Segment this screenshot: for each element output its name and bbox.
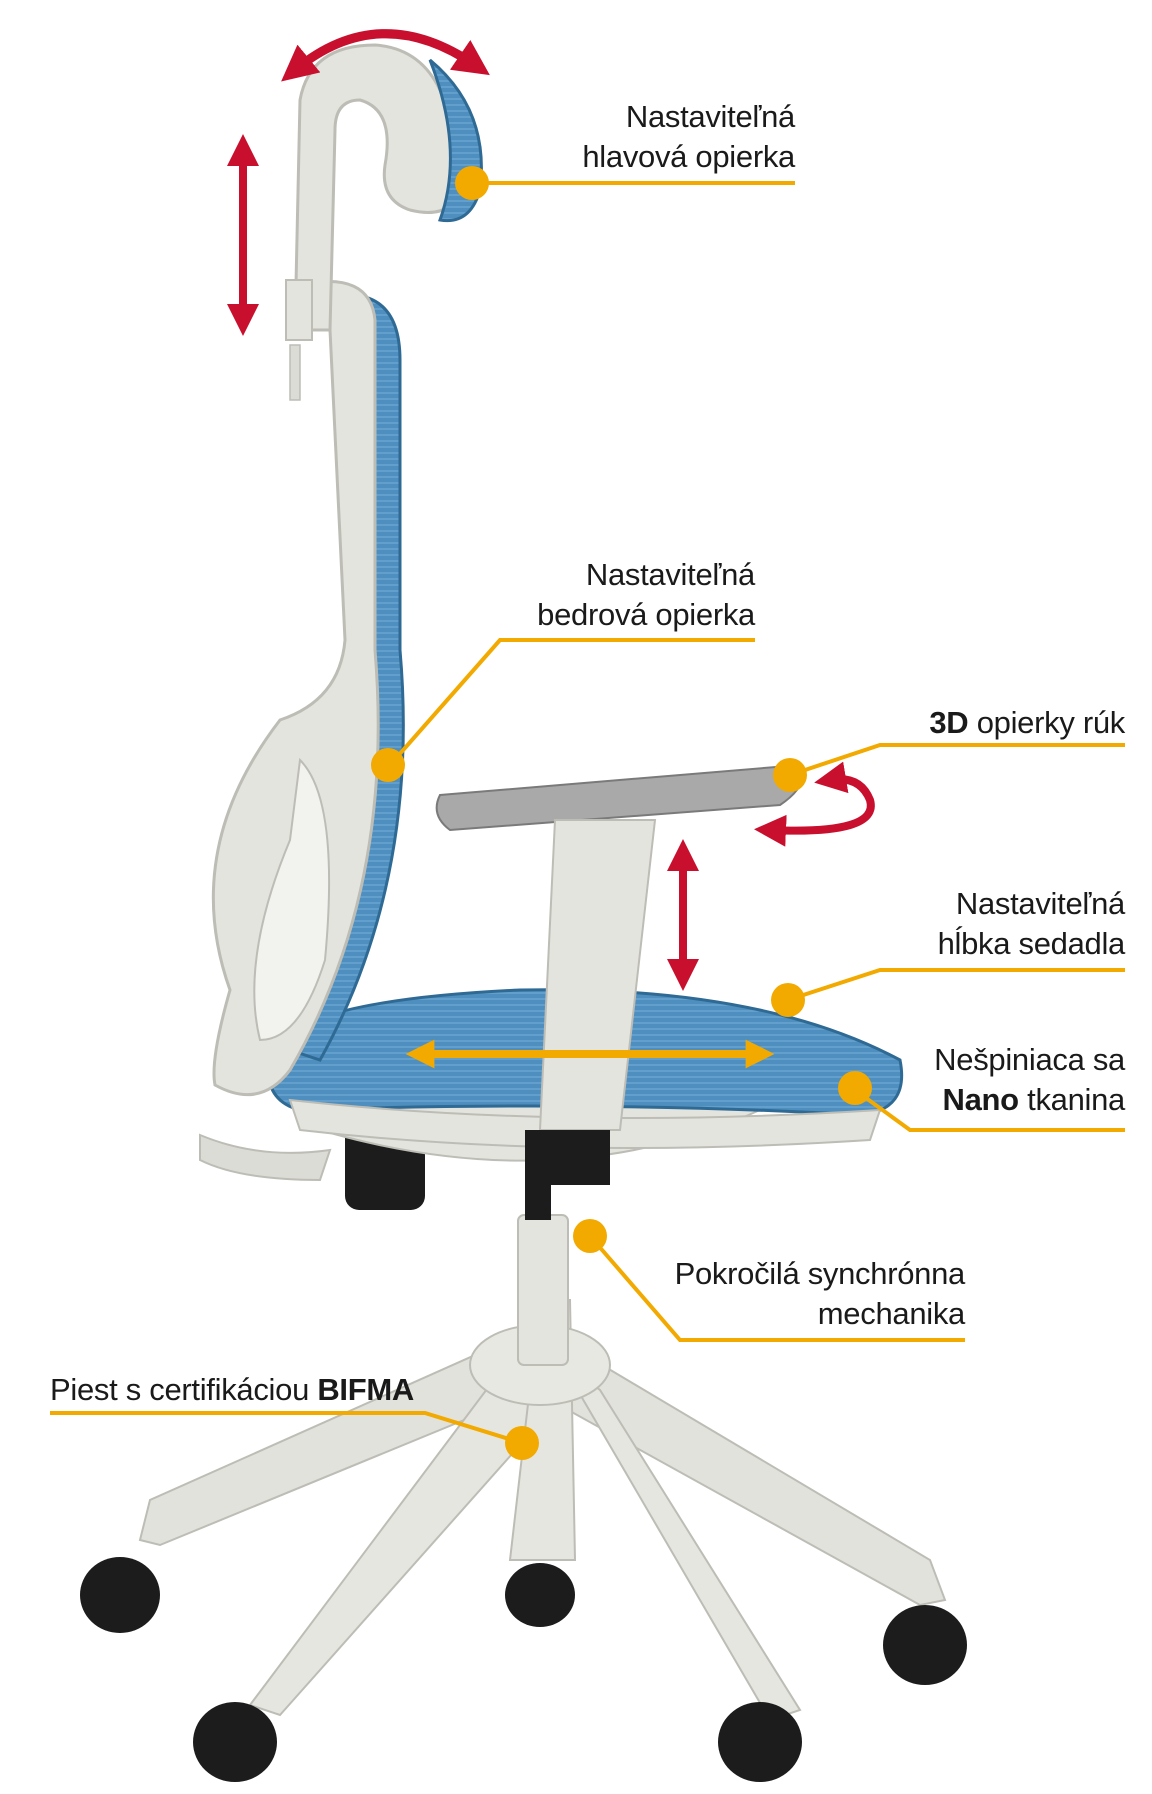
label-mechanism: Pokročilá synchrónna mechanika (674, 1254, 966, 1334)
caster-wheels (80, 1557, 967, 1782)
label-mechanism-line1: Pokročilá synchrónna (674, 1256, 966, 1291)
armrest-rotate-arrow (754, 761, 875, 847)
label-seat-depth-line1: Nastaviteľná (955, 886, 1125, 921)
label-headrest: Nastaviteľná hlavová opierka (582, 97, 795, 177)
label-headrest-line2: hlavová opierka (582, 139, 795, 174)
callout-line-piston (50, 1411, 523, 1445)
label-armrests-bold: 3D (929, 705, 969, 740)
label-lumbar-line1: Nastaviteľná (585, 557, 755, 592)
backrest (199, 280, 405, 1182)
label-armrests-rest: opierky rúk (968, 705, 1126, 740)
callout-lines (50, 181, 1125, 1445)
callout-dot-icon (838, 1071, 872, 1105)
callout-dot-icon (573, 1219, 607, 1253)
callout-line-fabric (853, 1088, 1125, 1132)
label-headrest-line1: Nastaviteľná (625, 99, 795, 134)
callout-dot-icon (505, 1426, 539, 1460)
label-fabric-bold: Nano (942, 1082, 1020, 1117)
callout-line-lumbar (388, 638, 755, 767)
callout-line-armrests (789, 743, 1125, 777)
label-fabric-line1: Nešpiniaca sa (934, 1042, 1125, 1077)
callout-dot-icon (773, 758, 807, 792)
label-lumbar-line2: bedrová opierka (537, 597, 755, 632)
label-armrests: 3D opierky rúk (929, 703, 1125, 743)
rotate-arrow-icon (754, 761, 875, 847)
label-fabric: Nešpiniaca sa Nano tkanina (934, 1040, 1125, 1120)
callout-line-mechanism (588, 1234, 965, 1342)
callout-dots (371, 166, 872, 1460)
label-piston-bold: BIFMA (317, 1372, 414, 1407)
chair-base (80, 1075, 967, 1782)
label-mechanism-line2: mechanika (817, 1296, 966, 1331)
callout-dot-icon (371, 748, 405, 782)
label-seat-depth: Nastaviteľná hĺbka sedadla (937, 884, 1126, 964)
label-lumbar: Nastaviteľná bedrová opierka (537, 555, 755, 635)
headrest-tilt-arrow (281, 29, 490, 82)
rotate-arrow-icon (281, 29, 490, 82)
label-piston: Piest s certifikáciou BIFMA (50, 1370, 414, 1410)
label-seat-depth-line2: hĺbka sedadla (937, 926, 1126, 961)
label-fabric-rest: tkanina (1018, 1082, 1125, 1117)
callout-line-seat-depth (787, 968, 1125, 1002)
callout-dot-icon (771, 983, 805, 1017)
label-piston-text: Piest s certifikáciou (50, 1372, 318, 1407)
callout-dot-icon (455, 166, 489, 200)
